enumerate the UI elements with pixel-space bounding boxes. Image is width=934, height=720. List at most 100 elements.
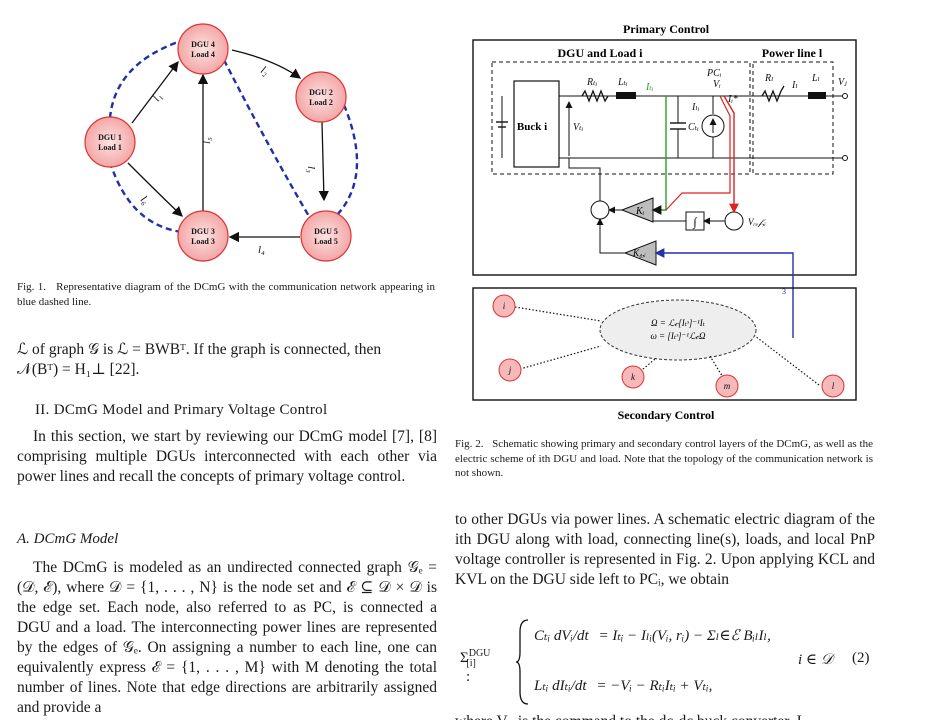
sum-junction-2 (724, 211, 744, 231)
equation-brace (516, 619, 529, 705)
edge-label-l3: l₃ (305, 166, 317, 173)
label-rti: Rₜᵢ (586, 77, 598, 88)
fig1-caption: Fig. 1. Representative diagram of the DC… (17, 280, 435, 309)
equation-row-2: Lₜᵢ dIₜᵢ/dt = −Vᵢ − RₜᵢIₜᵢ + Vₜᵢ, (534, 676, 712, 695)
label-vj: Vⱼ (838, 77, 847, 88)
equation-row2-lhs: Lₜᵢ dIₜᵢ/dt (534, 678, 587, 694)
inductor-lti (616, 92, 636, 99)
sec-node-j-label: j (508, 365, 512, 375)
label-ki: Kᵢ (635, 206, 645, 217)
node-dgu1-load: Load 1 (98, 143, 122, 152)
equation-domain: i ∈ 𝒟 (798, 652, 833, 668)
voltage-feedback-wire-2 (665, 95, 731, 211)
section-heading: II. DCmG Model and Primary Voltage Contr… (35, 402, 328, 418)
label-istar: Iᵢ* (727, 94, 738, 105)
current-feedback-wire (651, 96, 667, 215)
primary-control-title: Primary Control (623, 22, 710, 36)
node-dgu2-load: Load 2 (309, 98, 333, 107)
fig2-caption: Fig. 2. Schematic showing primary and se… (455, 437, 873, 481)
label-k4i: K₄,ᵢ (632, 248, 646, 258)
primary-control-box (472, 39, 857, 276)
label-ili: Iₗᵢ (691, 102, 700, 113)
label-lti: Lₜᵢ (617, 77, 628, 88)
graph-paragraph-line1: ℒ of graph 𝒢 is ℒ = BWBᵀ. If the graph i… (17, 341, 382, 358)
inductor-ll (808, 92, 826, 99)
secondary-control-title: Secondary Control (618, 408, 715, 422)
equation-colon: : (466, 669, 471, 685)
fig1-caption-label: Fig. 1. (17, 281, 47, 293)
right-paragraph: to other DGUs via power lines. A schemat… (455, 511, 875, 588)
node-dgu4-label: DGU 4 (191, 40, 215, 49)
label-iti: Iₜᵢ (645, 82, 654, 93)
resistor-rti (581, 89, 609, 103)
label-cti: Cₜᵢ (688, 122, 699, 133)
voltage-feedback-wire (723, 95, 739, 214)
fig2-caption-text: Schematic showing primary and secondary … (455, 438, 873, 479)
node-dgu5: DGU 5 Load 5 (300, 210, 352, 262)
fig1-network-diagram: l₁ l₂ l₃ l₄ l₅ l₆ DGU 1 Load 1 DGU 4 Loa… (84, 23, 359, 262)
line-dashed-box (752, 61, 834, 175)
label-il: Iₗ (791, 80, 798, 91)
equation-2: ΣDGU[i] : Cₜᵢ dVᵢ/dt = Iₜᵢ − Iₗᵢ(Vᵢ, rᵢ)… (460, 614, 880, 710)
fig1-caption-text: Representative diagram of the DCmG with … (17, 281, 435, 308)
edge-label-l2: l₂ (259, 64, 271, 78)
right-trailing-line: where Vₜᵢ is the command to the dc-dc bu… (455, 712, 875, 720)
label-link-3: 3 (782, 287, 786, 296)
node-dgu3: DGU 3 Load 3 (177, 210, 229, 262)
label-vref: Vᵣₑ𝒻,ᵢ (748, 217, 766, 227)
fig2-caption-label: Fig. 2. (455, 438, 484, 450)
sec-node-m-label: m (724, 381, 731, 391)
graph-paragraph: ℒ of graph 𝒢 is ℒ = BWBᵀ. If the graph i… (17, 340, 437, 380)
edge-label-l4: l₄ (258, 244, 265, 256)
label-vti: Vₜᵢ (573, 122, 584, 133)
edge-label-l1: l₁ (151, 91, 165, 104)
node-dgu1: DGU 1 Load 1 (84, 116, 136, 168)
label-integrator: ∫ (692, 215, 697, 229)
equation-row2-rhs: = −Vᵢ − RₜᵢIₜᵢ + Vₜᵢ, (596, 678, 713, 694)
graph-paragraph-line2: 𝒩(Bᵀ) = H₁⊥ [22]. (17, 361, 140, 378)
equation-sigma-symbol: Σ (460, 650, 469, 666)
dgu-load-title: DGU and Load i (557, 46, 643, 60)
equation-sigma: ΣDGU[i] : (460, 648, 490, 686)
cloud-equation-1: Ω = ℒ𝒸[Iₜˢ]⁻¹Iₜ (651, 318, 706, 328)
label-vi: Vᵢ (713, 79, 721, 90)
label-ll: Lₗ (811, 73, 820, 84)
equation-row-1: Cₜᵢ dVᵢ/dt = Iₜᵢ − Iₗᵢ(Vᵢ, rᵢ) − Σₗ∈ℰ Bᵢ… (534, 626, 771, 645)
equation-row1-lhs: Cₜᵢ dVᵢ/dt (534, 628, 589, 644)
sec-node-i: i (492, 294, 516, 318)
resistor-rl (761, 85, 785, 103)
equation-number: (2) (852, 650, 870, 666)
sec-node-i-label: i (503, 301, 506, 311)
label-rl: Rₗ (764, 73, 774, 84)
equation-sigma-sub: [i] (466, 658, 476, 669)
node-dgu3-label: DGU 3 (191, 227, 215, 236)
equation-sigma-sup: DGU (468, 648, 491, 659)
subsection-heading: A. DCmG Model (17, 531, 119, 547)
node-dgu2: DGU 2 Load 2 (295, 71, 347, 123)
model-paragraph: The DCmG is modeled as an undirected con… (17, 559, 437, 716)
sec-node-j: j (498, 358, 522, 382)
secondary-control-box (472, 287, 857, 401)
label-pci: PCᵢ (706, 68, 722, 79)
dgu-dashed-box (491, 61, 751, 175)
sec-node-k-label: k (631, 372, 636, 382)
sec-node-k: k (621, 365, 645, 389)
node-dgu1-label: DGU 1 (98, 133, 122, 142)
secondary-link-wire (654, 248, 794, 338)
node-dgu5-load: Load 5 (314, 237, 338, 246)
node-dgu5-label: DGU 5 (314, 227, 338, 236)
equation-row1-rhs: = Iₜᵢ − Iₗᵢ(Vᵢ, rᵢ) − Σₗ∈ℰ BᵢₗIₗ, (598, 628, 771, 644)
power-lines (127, 49, 329, 243)
sec-node-l: l (821, 374, 845, 398)
fig2-schematic: Primary Control DGU and Load i Power lin… (472, 22, 857, 422)
buck-converter: Buck i (496, 80, 560, 168)
cloud-equation-2: ω = [Iₜˢ]⁻¹ℒ𝒸Ω (650, 331, 706, 341)
node-dgu4-load: Load 4 (191, 50, 215, 59)
section-intro: In this section, we start by reviewing o… (17, 428, 437, 485)
sec-node-m: m (715, 374, 739, 398)
node-dgu4: DGU 4 Load 4 (177, 23, 229, 75)
sum-junction-1 (590, 200, 610, 220)
node-dgu2-label: DGU 2 (309, 88, 333, 97)
communication-cloud (599, 299, 757, 361)
node-dgu3-load: Load 3 (191, 237, 215, 246)
